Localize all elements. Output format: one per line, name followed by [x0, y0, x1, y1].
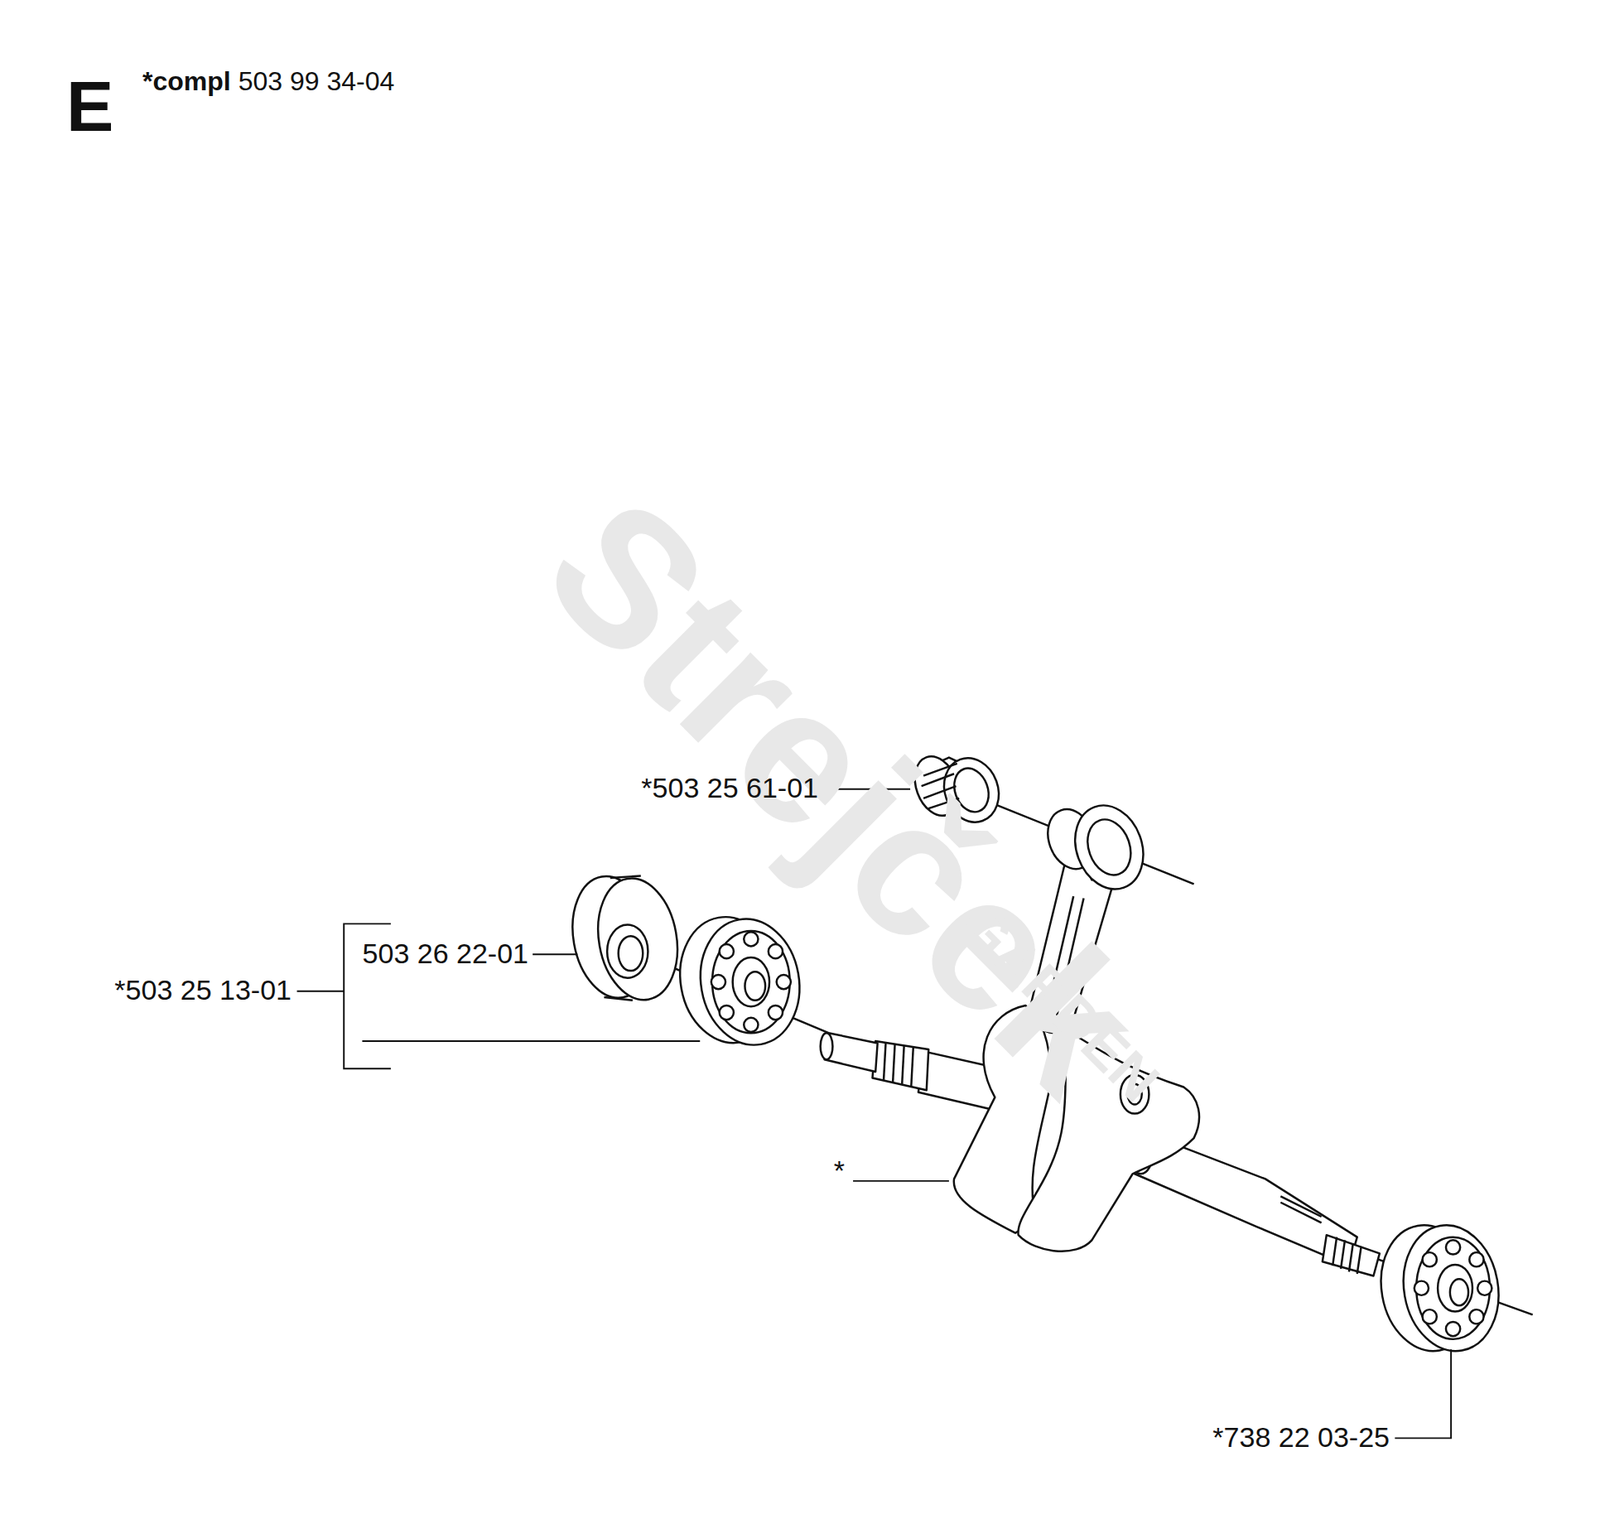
part-number: *738 22 03-25 [1212, 1421, 1390, 1453]
assembly-note: *compl [142, 67, 232, 97]
part-number: * [833, 1155, 845, 1186]
part-number: 503 26 22-01 [362, 938, 529, 969]
assembly-number: 503 99 34-04 [238, 67, 396, 97]
part-number: *503 25 61-01 [640, 772, 819, 804]
part-number: *503 25 13-01 [114, 974, 292, 1006]
section-letter: E [66, 67, 114, 146]
